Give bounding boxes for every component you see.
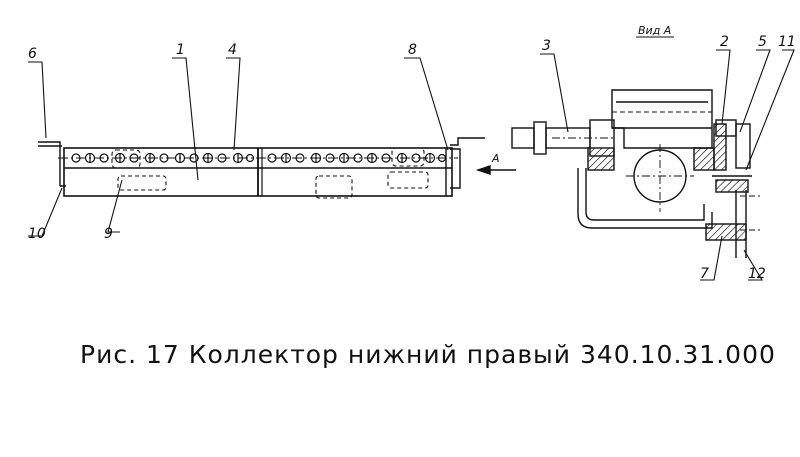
callout-1: 1 [176, 42, 185, 58]
leader-lines-left [28, 57, 449, 237]
callout-2: 2 [720, 34, 729, 50]
callout-12: 12 [748, 266, 766, 282]
nozzle-holes [71, 152, 447, 164]
callout-10: 10 [28, 226, 46, 242]
hidden-lug-right [387, 171, 429, 189]
callout-3: 3 [542, 38, 551, 54]
hidden-lug-center [315, 175, 353, 199]
view-a-drawing [511, 89, 760, 258]
view-arrow-label: А [491, 152, 500, 165]
view-a-title: Вид А [638, 24, 671, 37]
leader-lines-right [540, 49, 795, 281]
collector-side-view [38, 137, 485, 199]
callout-11: 11 [778, 34, 796, 50]
callout-5: 5 [758, 34, 767, 50]
callout-4: 4 [228, 42, 237, 58]
callout-9: 9 [104, 226, 113, 242]
callout-6: 6 [28, 46, 37, 62]
callout-8: 8 [408, 42, 417, 58]
callout-7: 7 [700, 266, 709, 282]
hidden-lug-9 [117, 175, 167, 191]
view-arrow-a [475, 165, 516, 175]
right-bracket [450, 137, 485, 189]
figure-caption: Рис. 17 Коллектор нижний правый 340.10.3… [80, 340, 776, 369]
left-bracket [38, 141, 66, 187]
